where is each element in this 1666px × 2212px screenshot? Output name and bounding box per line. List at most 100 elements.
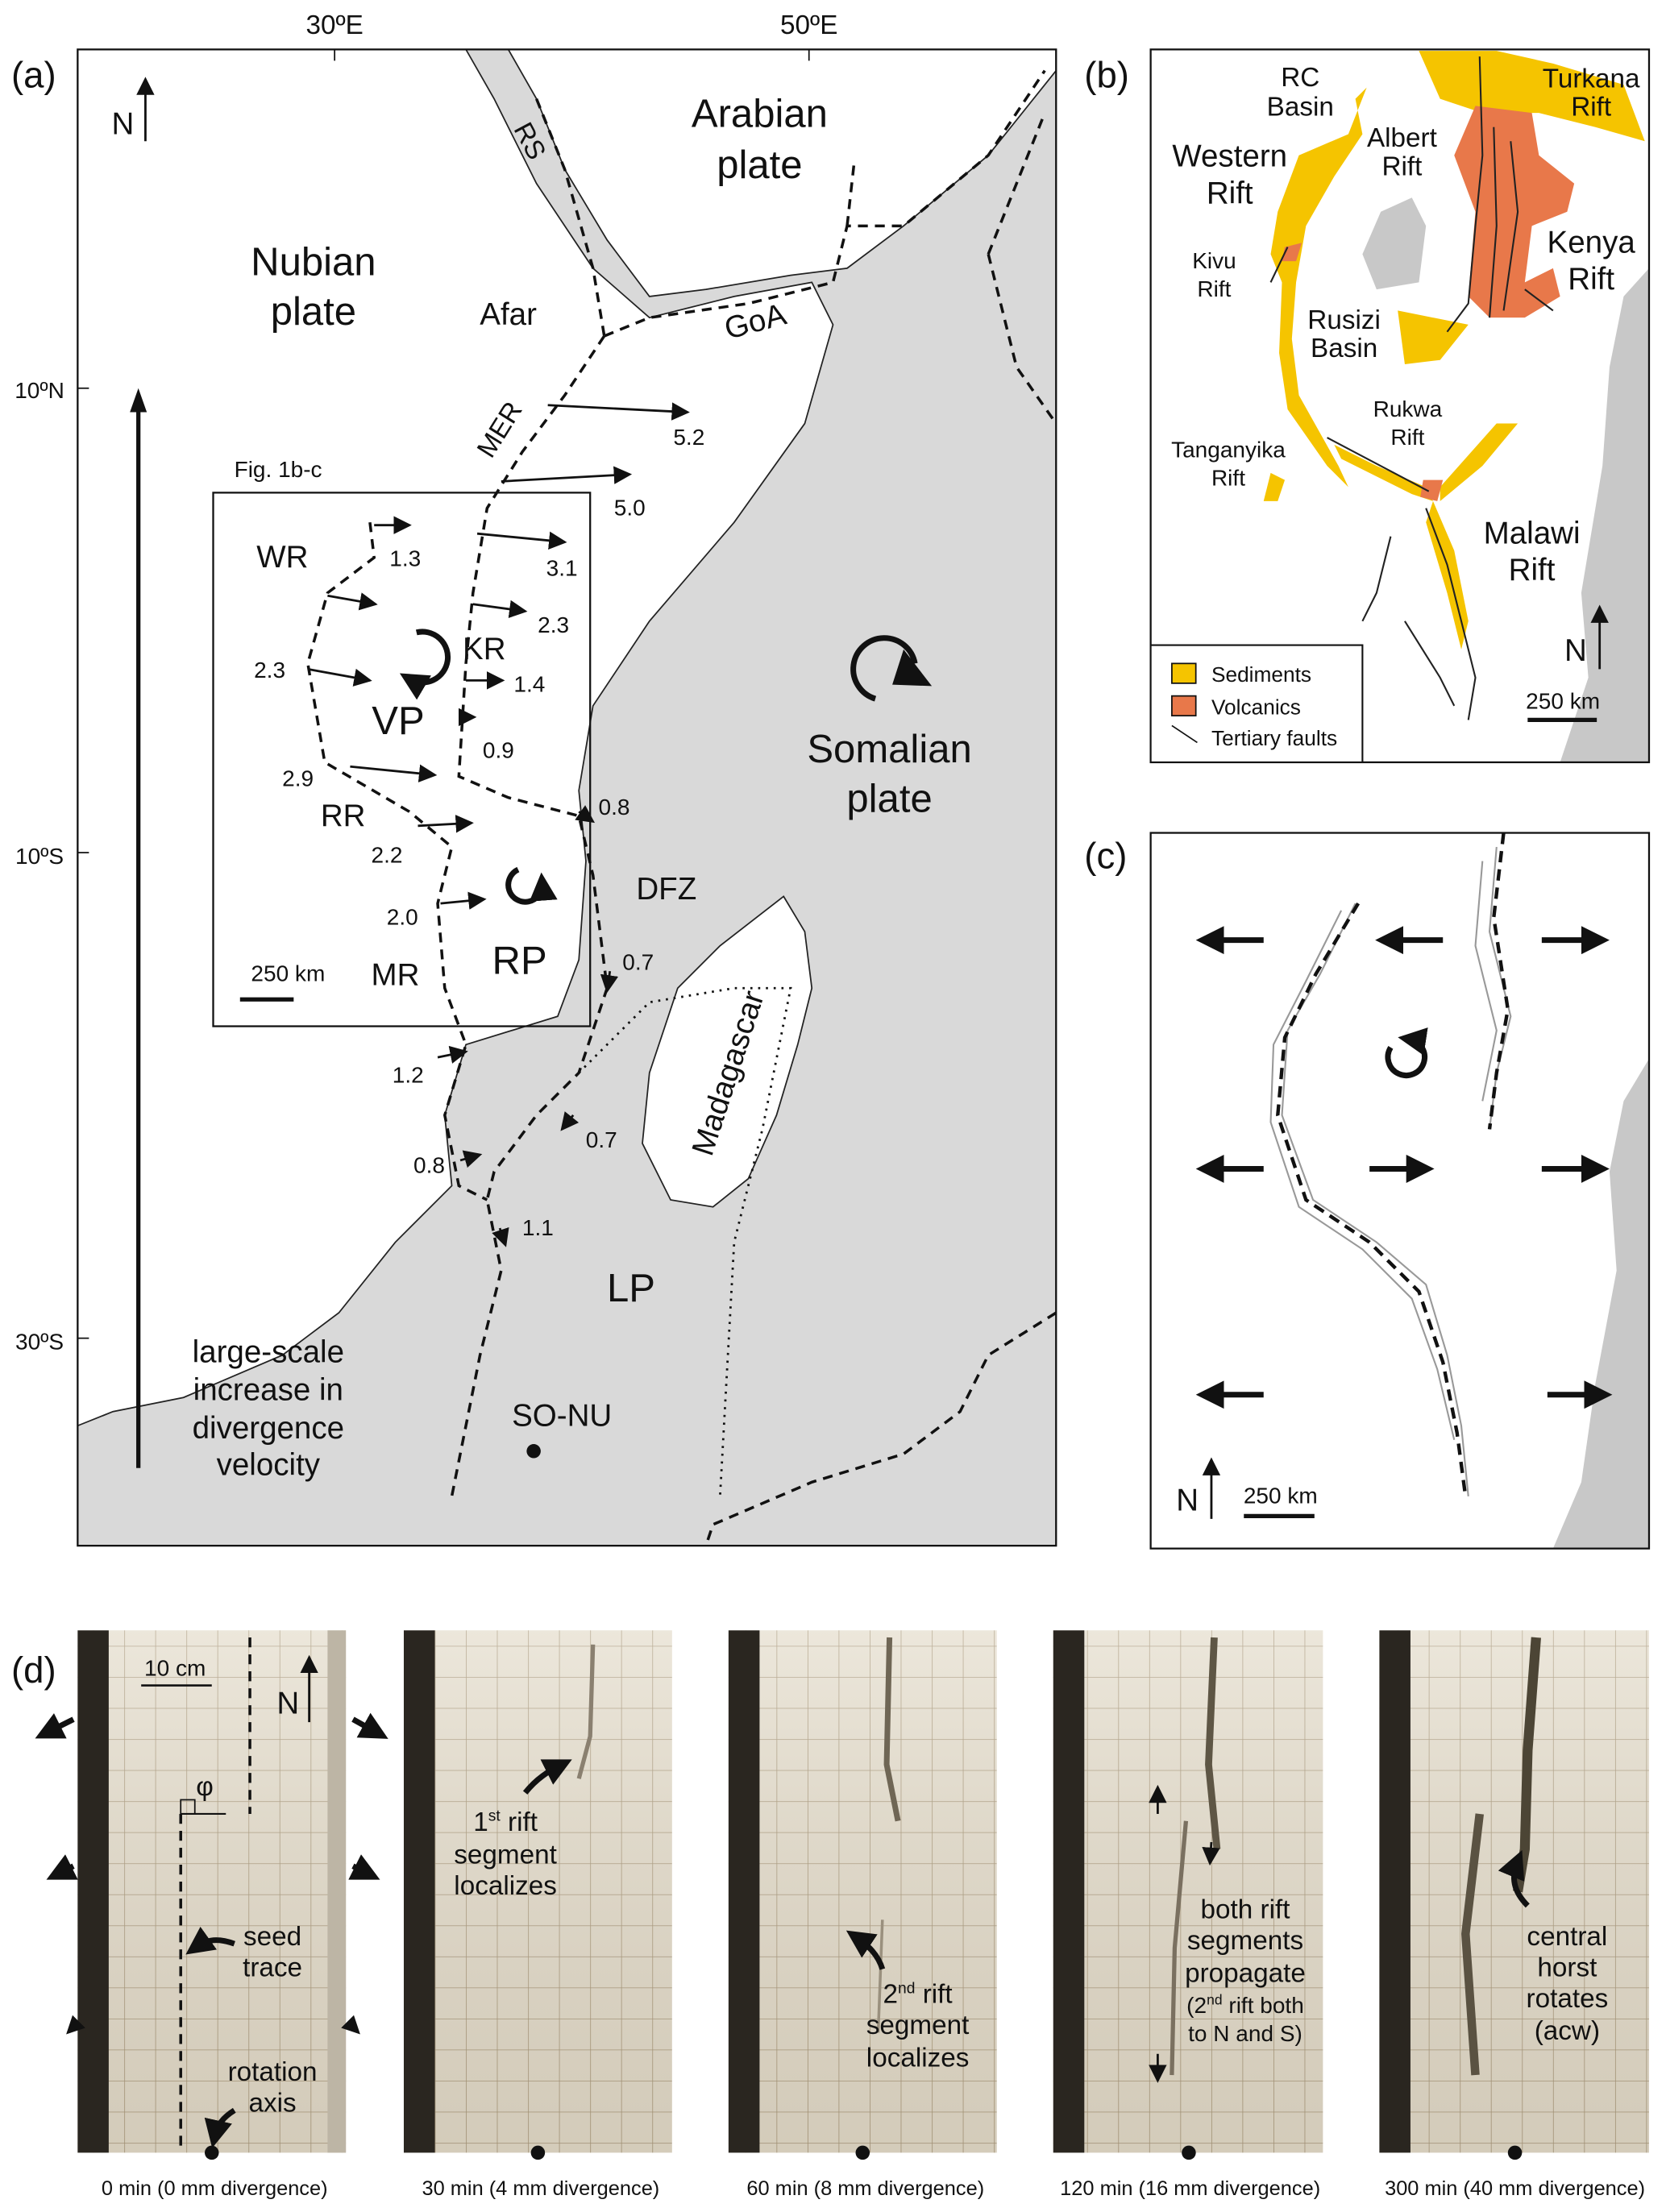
ordinal-rest: rift — [915, 1980, 952, 2010]
label-turkana-rift: Rift — [1571, 93, 1611, 122]
velocity-value: 1.3 — [389, 546, 421, 571]
velocity-note-4: velocity — [217, 1448, 321, 1483]
label-rukwa: Rukwa — [1373, 396, 1443, 421]
ordinal-number: 2 — [883, 1980, 899, 2010]
photo-0min — [77, 1630, 347, 2153]
label-fig-ref: Fig. 1b-c — [235, 457, 322, 482]
ordinal-suffix: nd — [1207, 1991, 1222, 2007]
label-western: Western — [1172, 139, 1287, 174]
annotation-horst-line3: rotates — [1527, 1984, 1609, 2014]
velocity-value: 5.0 — [614, 495, 646, 520]
label-rp: RP — [492, 940, 547, 983]
madagascar-island — [642, 895, 813, 1208]
annotation-first-line1: 1st rift — [473, 1807, 538, 1837]
velocity-value: 2.0 — [387, 904, 418, 929]
ordinal-rest: rift both — [1223, 1993, 1304, 2018]
north-label-a: N — [111, 106, 134, 141]
velocity-value: 2.9 — [282, 766, 314, 791]
panel-a-frame — [77, 48, 1057, 1547]
annotation-seed: seed — [243, 1922, 301, 1952]
photo-60min — [728, 1630, 997, 2153]
scale-label-a: 250 km — [251, 961, 325, 986]
panel-label-a: (a) — [11, 55, 56, 96]
label-rukwa-rift: Rift — [1390, 425, 1424, 450]
label-wr: WR — [256, 540, 308, 575]
lake-victoria — [1362, 197, 1427, 290]
annotation-horst-line1: central — [1527, 1922, 1607, 1952]
rotation-arrow-icon — [892, 649, 933, 687]
legend-faults: Tertiary faults — [1211, 726, 1337, 750]
panel-a-map: (a) 30ºE 50ºE 10ºN 10ºS 30ºS N — [11, 10, 1057, 1547]
label-arabian: Arabian — [692, 93, 828, 136]
plate-boundary-main — [450, 334, 609, 1497]
velocity-value: 0.7 — [622, 949, 654, 974]
ordinal-number: 1 — [473, 1807, 488, 1837]
caption-30min: 30 min (4 mm divergence) — [422, 2177, 660, 2200]
annotation-second-line2: segment — [866, 2011, 970, 2040]
rotation-axis-dot — [530, 2145, 546, 2160]
label-western-rift: Rift — [1207, 176, 1253, 210]
africa-land — [77, 48, 834, 1427]
label-albert: Albert — [1367, 123, 1437, 153]
annotation-both-line4: (2nd rift both — [1186, 1991, 1304, 2018]
label-kenya-rift: Rift — [1568, 262, 1614, 297]
velocity-value: 2.3 — [538, 612, 569, 637]
rotation-axis-dot — [1182, 2145, 1196, 2160]
panel-c-model: (c) N 250 km — [1084, 832, 1651, 1550]
label-rusizi-basin: Basin — [1311, 334, 1377, 363]
velocity-value: 0.9 — [483, 738, 514, 763]
tertiary-faults — [1269, 56, 1554, 720]
velocity-value: 1.4 — [513, 671, 545, 696]
label-rusizi: Rusizi — [1307, 305, 1381, 335]
rotation-axis-dot — [855, 2145, 870, 2160]
panel-label-d: (d) — [11, 1650, 56, 1691]
velocity-value: 1.1 — [522, 1215, 554, 1240]
annotation-first-line3: localizes — [454, 1871, 557, 1901]
caption-120min: 120 min (16 mm divergence) — [1060, 2177, 1320, 2200]
lat-tick-30s: 30ºS — [15, 1330, 64, 1355]
legend-volcanics: Volcanics — [1211, 695, 1301, 719]
velocity-note-3: divergence — [193, 1411, 344, 1446]
label-tanganyika-rift: Rift — [1211, 466, 1245, 491]
panel-c-frame — [1149, 832, 1651, 1550]
north-label-d: N — [276, 1687, 299, 1721]
label-kr: KR — [463, 632, 506, 666]
annotation-both-line5: to N and S) — [1188, 2021, 1302, 2046]
lon-tick-50e: 50ºE — [780, 10, 837, 40]
label-tanganyika: Tanganyika — [1171, 438, 1286, 463]
north-label-b: N — [1564, 633, 1587, 668]
rift-labels: RC Basin Western Rift Albert Rift Turkan… — [1171, 63, 1640, 587]
label-malawi: Malawi — [1484, 516, 1581, 550]
photo-30min — [403, 1630, 672, 2153]
label-turkana: Turkana — [1543, 64, 1640, 94]
label-nubian: Nubian — [251, 241, 376, 284]
inset-box-fig1bc — [212, 492, 592, 1027]
ordinal-suffix: nd — [898, 1980, 915, 1997]
label-dfz: DFZ — [636, 872, 696, 907]
label-albert-rift: Rift — [1381, 151, 1422, 181]
annotation-rotation: rotation — [228, 2057, 318, 2087]
lat-tick-10s: 10ºS — [15, 844, 64, 869]
caption-0min: 0 min (0 mm divergence) — [102, 2177, 328, 2200]
label-nubian-plate: plate — [271, 290, 356, 334]
panel-d-experiments: (d) 10 cm — [11, 1630, 1649, 2200]
annotation-horst-line4: (acw) — [1535, 2016, 1600, 2046]
rotation-arrow-icon — [1385, 1027, 1428, 1079]
annotation-both-line3: propagate — [1185, 1958, 1306, 1988]
lon-tick-30e: 30ºE — [305, 10, 363, 40]
panel-label-b: (b) — [1084, 55, 1129, 96]
ordinal-rest: rift — [501, 1807, 538, 1837]
label-kivu: Kivu — [1192, 248, 1236, 273]
annotation-seed-trace: trace — [243, 1953, 302, 1982]
rotation-axis-dot — [1507, 2145, 1523, 2160]
velocity-labels: 5.2 5.0 1.3 3.1 2.3 2.3 1.4 0.9 2.9 0.8 … — [254, 425, 704, 1240]
panel-label-c: (c) — [1084, 835, 1127, 876]
boundary-velocity-arrows — [35, 1712, 388, 2035]
velocity-value: 1.2 — [393, 1063, 424, 1088]
panel-b-map: (b) RC — [1084, 48, 1651, 764]
annotation-second-line1: 2nd rift — [883, 1980, 953, 2010]
legend-sediments: Sediments — [1211, 662, 1311, 687]
legend-swatch-sediments — [1171, 662, 1197, 684]
panel-b-frame — [1149, 48, 1651, 764]
